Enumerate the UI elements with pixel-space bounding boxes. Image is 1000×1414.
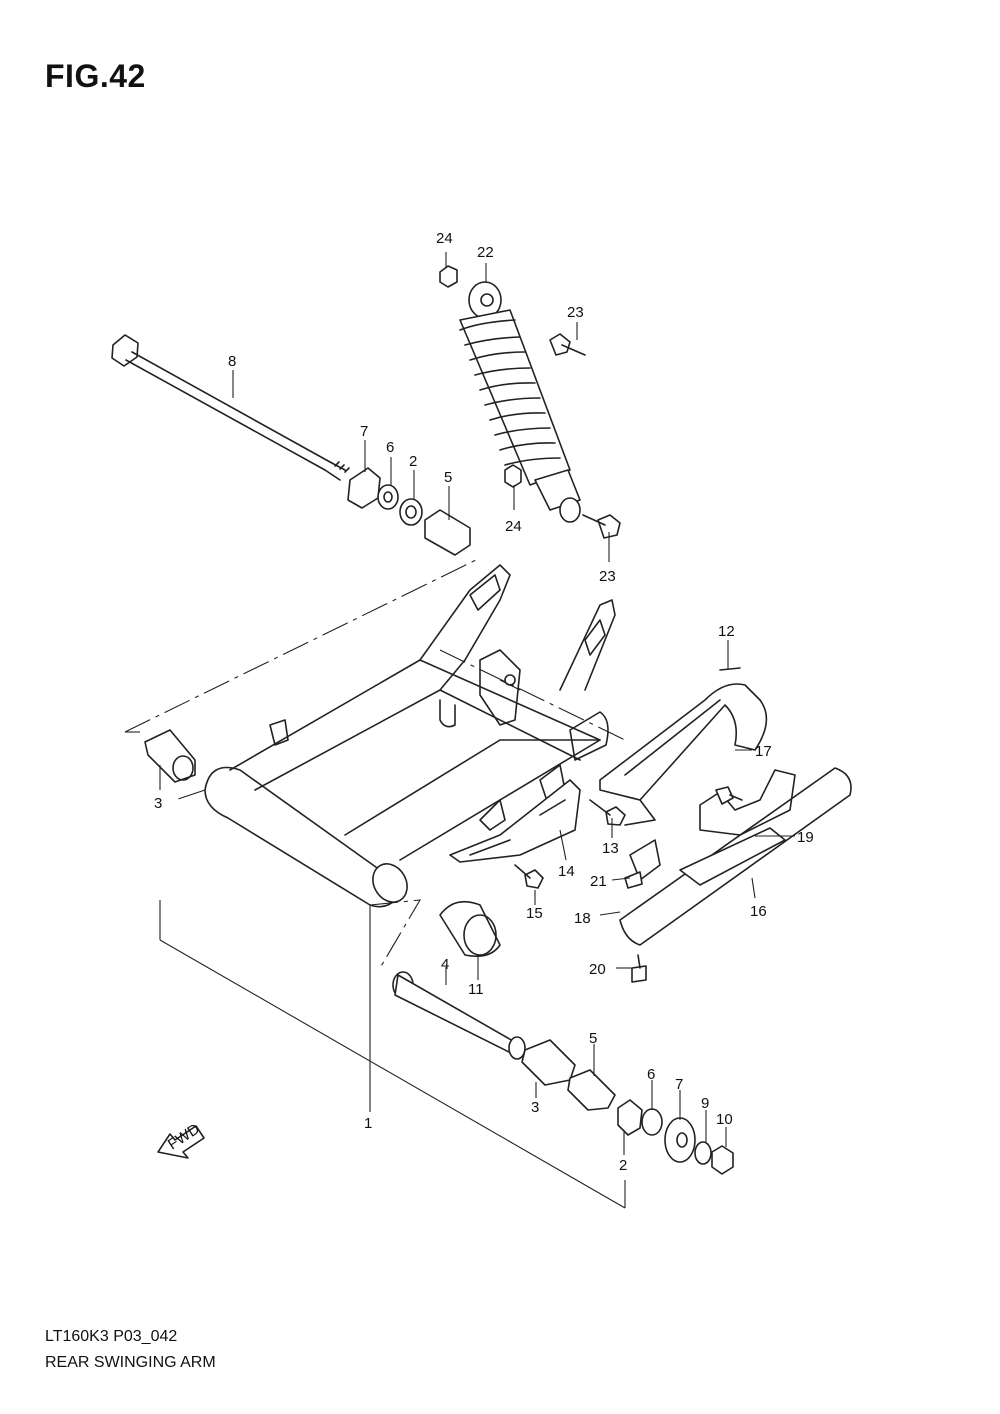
- callout-10: 10: [716, 1111, 733, 1128]
- chain-slider: [449, 779, 581, 863]
- callout-6-right: 6: [647, 1066, 655, 1083]
- right-pivot-hardware: [521, 1039, 734, 1175]
- figure-caption: REAR SWINGING ARM: [45, 1354, 216, 1371]
- callout-13: 13: [602, 840, 619, 857]
- pivot-bolt: [111, 334, 350, 481]
- callout-5-right: 5: [589, 1030, 597, 1047]
- callout-7-right: 7: [675, 1076, 683, 1093]
- callout-4: 4: [441, 956, 449, 973]
- callout-22: 22: [477, 244, 494, 261]
- chain-case: [599, 667, 768, 826]
- callout-24-lower: 24: [505, 518, 522, 535]
- figure-title: FIG.42: [45, 58, 146, 94]
- callout-15: 15: [526, 905, 543, 922]
- callout-1: 1: [364, 1115, 372, 1132]
- reference-lines: [124, 557, 626, 1209]
- front-bushing: [144, 729, 196, 783]
- callout-14: 14: [558, 863, 575, 880]
- callout-11: 11: [468, 981, 484, 998]
- callout-leaders: [159, 252, 795, 1155]
- pivot-collar: [392, 900, 526, 1060]
- callout-8: 8: [228, 353, 236, 370]
- callout-numbers: 24 22 23 8 7 6 2 5 24 23 12 17 3 13 19 1…: [154, 230, 814, 1174]
- callout-9: 9: [701, 1095, 709, 1112]
- callout-16: 16: [750, 903, 767, 920]
- callout-3: 3: [154, 795, 162, 812]
- swing-arm: [204, 564, 616, 908]
- callout-23: 23: [567, 304, 584, 321]
- callout-5: 5: [444, 469, 452, 486]
- callout-24: 24: [436, 230, 453, 247]
- callout-2-right: 2: [619, 1157, 627, 1174]
- callout-2: 2: [409, 453, 417, 470]
- callout-20: 20: [589, 961, 606, 978]
- callout-6: 6: [386, 439, 394, 456]
- small-fasteners: [514, 786, 743, 983]
- callout-18: 18: [574, 910, 591, 927]
- callout-21: 21: [590, 873, 607, 890]
- callout-23-lower: 23: [599, 568, 616, 585]
- chain-guide: [619, 767, 852, 946]
- callout-12: 12: [718, 623, 735, 640]
- model-code: LT160K3 P03_042: [45, 1328, 178, 1345]
- callout-19: 19: [797, 829, 814, 846]
- callout-3-right: 3: [531, 1099, 539, 1116]
- callout-7: 7: [360, 423, 368, 440]
- forward-direction-arrow: FWD: [157, 1120, 205, 1159]
- shock-absorber: [459, 281, 581, 523]
- left-pivot-hardware: [347, 467, 471, 556]
- callout-17: 17: [755, 743, 772, 760]
- shock-fasteners: [439, 265, 621, 539]
